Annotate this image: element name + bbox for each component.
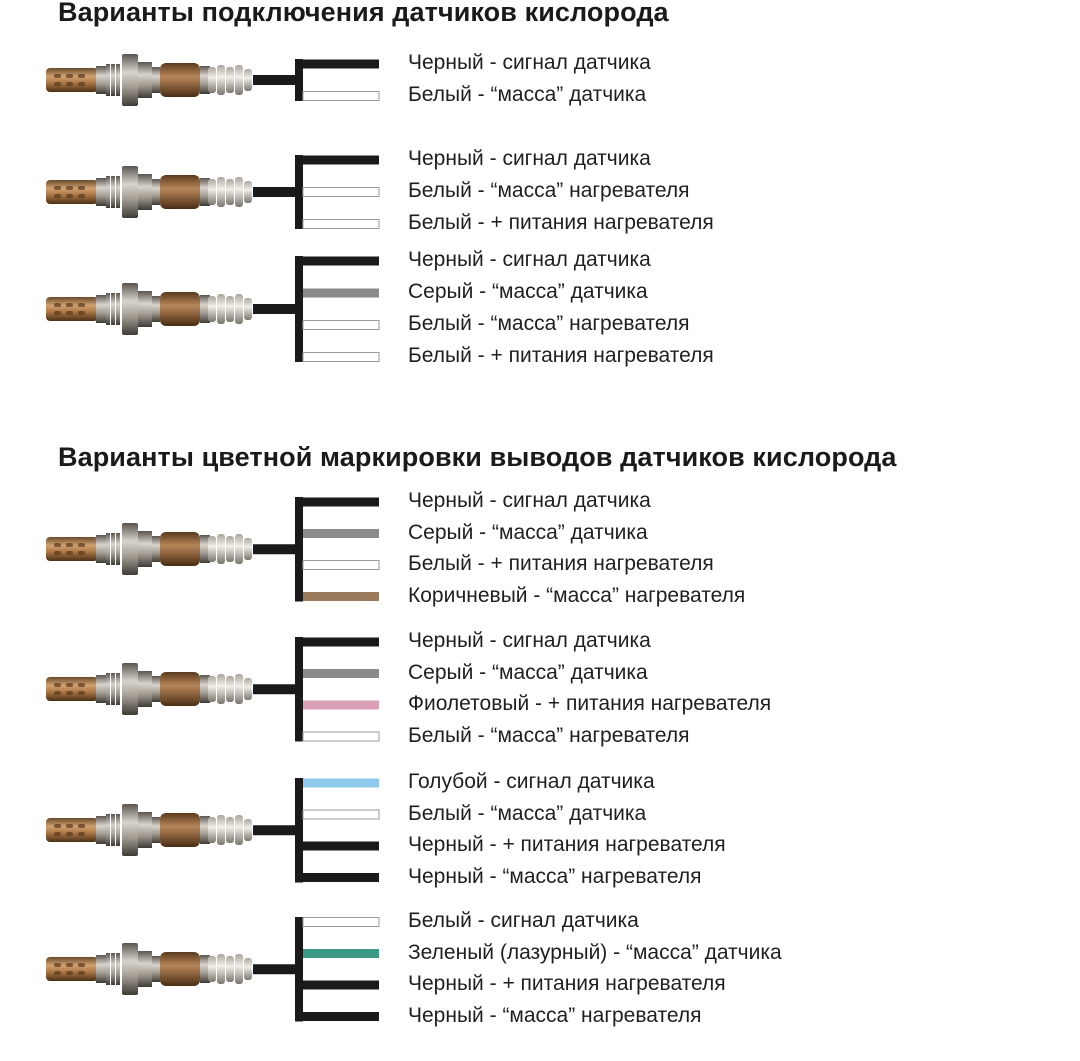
wire-label: Коричневый - “масса” нагревателя [408,583,746,607]
wire-white [302,187,380,197]
wire-label: Черный - сигнал датчика [408,489,651,512]
wire-brown [303,592,379,601]
wire-label: Фиолетовый - + питания нагревателя [408,692,772,715]
wire-gray [303,669,379,678]
oxygen-sensor-icon [46,943,252,996]
wire-white [302,352,380,362]
oxygen-sensor-icon [46,804,252,857]
wire-harness [253,917,380,1022]
wire-harness [253,497,380,602]
wire-label: Голубой - сигнал датчика [408,770,655,793]
wire-label: Черный - сигнал датчика [408,51,651,74]
wire-label: Белый - сигнал датчика [408,909,639,932]
wire-harness [253,59,380,101]
wire-label: Черный - “масса” нагревателя [408,864,702,888]
wire-black [303,59,379,69]
heading-connection-variants: Варианты подключения датчиков кислорода [58,0,669,27]
wire-white [302,91,380,101]
wire-gray [303,288,379,298]
wire-label: Черный - + питания нагревателя [408,972,726,995]
wire-label: Белый - + питания нагревателя [408,211,714,234]
wire-black [303,841,379,851]
wire-bus [295,59,303,101]
oxygen-sensor-icon [46,54,252,106]
wire-bus [295,497,303,602]
wire-trunk [253,304,303,314]
wire-white [302,219,380,229]
wire-black [303,155,379,165]
wire-bus [295,155,303,229]
wire-trunk [253,684,303,695]
wire-label: Белый - “масса” датчика [408,83,647,106]
oxygen-sensor-icon [46,166,252,218]
wire-label: Черный - “масса” нагревателя [408,1003,702,1027]
wire-harness [253,637,380,742]
wire-trunk [253,187,303,197]
wire-white [302,731,380,742]
wire-bus [295,778,303,883]
wire-label: Серый - “масса” датчика [408,660,648,684]
wire-label: Белый - + питания нагревателя [408,344,714,367]
wire-label: Белый - “масса” датчика [408,801,647,825]
wire-white [302,809,380,820]
wire-black [303,1012,379,1021]
wire-label: Белый - + питания нагревателя [408,552,714,575]
wire-black [303,980,379,990]
wire-trunk [253,544,303,555]
wire-label: Черный - сигнал датчика [408,248,651,271]
wire-gray [303,529,379,538]
wire-white [302,320,380,330]
wire-label: Зеленый (лазурный) - “масса” датчика [408,940,782,964]
oxygen-sensor-icon [46,523,252,576]
wire-trunk [253,75,303,85]
wire-label: Белый - “масса” нагревателя [408,179,690,202]
wire-black [303,497,379,507]
wire-white [302,917,380,927]
wire-blue [303,778,379,788]
wire-trunk [253,964,303,975]
wire-harness [253,778,380,883]
wire-bus [295,256,303,362]
wire-violet [303,700,379,710]
oxygen-sensor-icon [46,663,252,716]
wire-label: Серый - “масса” датчика [408,520,648,544]
heading-color-marking-variants: Варианты цветной маркировки выводов датч… [58,442,897,472]
wire-bus [295,637,303,742]
wire-label: Черный - сигнал датчика [408,629,651,652]
wire-harness [253,256,380,362]
oxygen-sensor-icon [46,283,252,335]
wire-label: Черный - сигнал датчика [408,147,651,170]
wire-trunk [253,825,303,836]
wire-black [303,873,379,882]
wire-label: Белый - “масса” нагревателя [408,723,690,747]
wire-bus [295,917,303,1022]
wire-black [303,637,379,647]
wire-label: Черный - + питания нагревателя [408,833,726,856]
wire-black [303,256,379,266]
wire-white [302,560,380,570]
wire-label: Серый - “масса” датчика [408,280,648,303]
wire-green [303,949,379,958]
wire-label: Белый - “масса” нагревателя [408,312,690,335]
wire-harness [253,155,380,229]
